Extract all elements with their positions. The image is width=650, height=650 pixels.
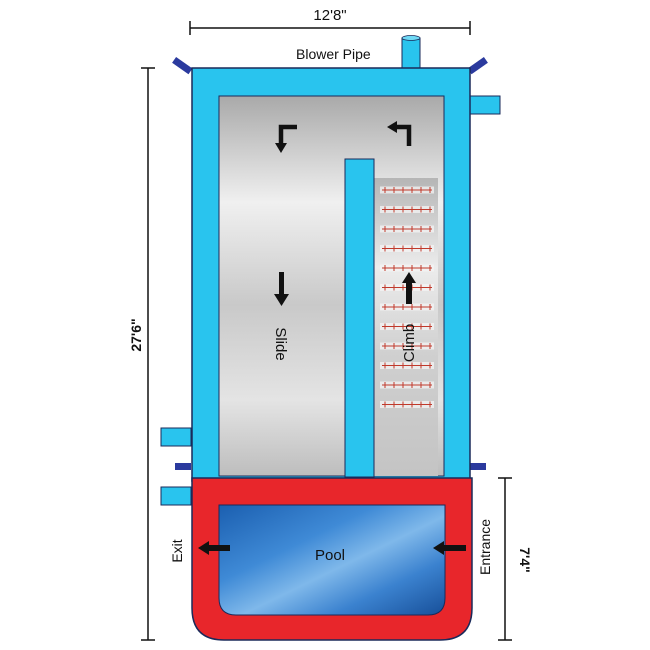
- turn-arrow-icon: [275, 124, 297, 153]
- arrow-left-icon: [433, 541, 466, 555]
- pool-length-dimension: 7'4": [498, 477, 533, 641]
- arrow-up-icon: [402, 272, 416, 304]
- arrow-left-icon: [198, 541, 230, 555]
- arrow-down-icon: [274, 272, 289, 306]
- length-dimension-label: 27'6": [128, 318, 144, 351]
- blower-pipe-label: Blower Pipe: [296, 46, 371, 62]
- climb-label: Climb: [401, 324, 418, 362]
- blower-pipe: Blower Pipe: [296, 35, 421, 71]
- exit-label: Exit: [169, 539, 185, 562]
- width-dimension-label: 12'8": [313, 7, 346, 24]
- slide-label: Slide: [272, 327, 289, 360]
- divider-wall: [344, 158, 375, 478]
- corner-connectors: [172, 56, 488, 470]
- entrance-label: Entrance: [477, 519, 493, 575]
- length-dimension: 27'6": [128, 67, 155, 641]
- turn-arrow-icon: [387, 121, 412, 146]
- pool-label: Pool: [315, 547, 345, 564]
- pool-water: [218, 504, 446, 616]
- width-dimension: 12'8": [189, 7, 471, 35]
- pool-length-dimension-label: 7'4": [517, 547, 533, 573]
